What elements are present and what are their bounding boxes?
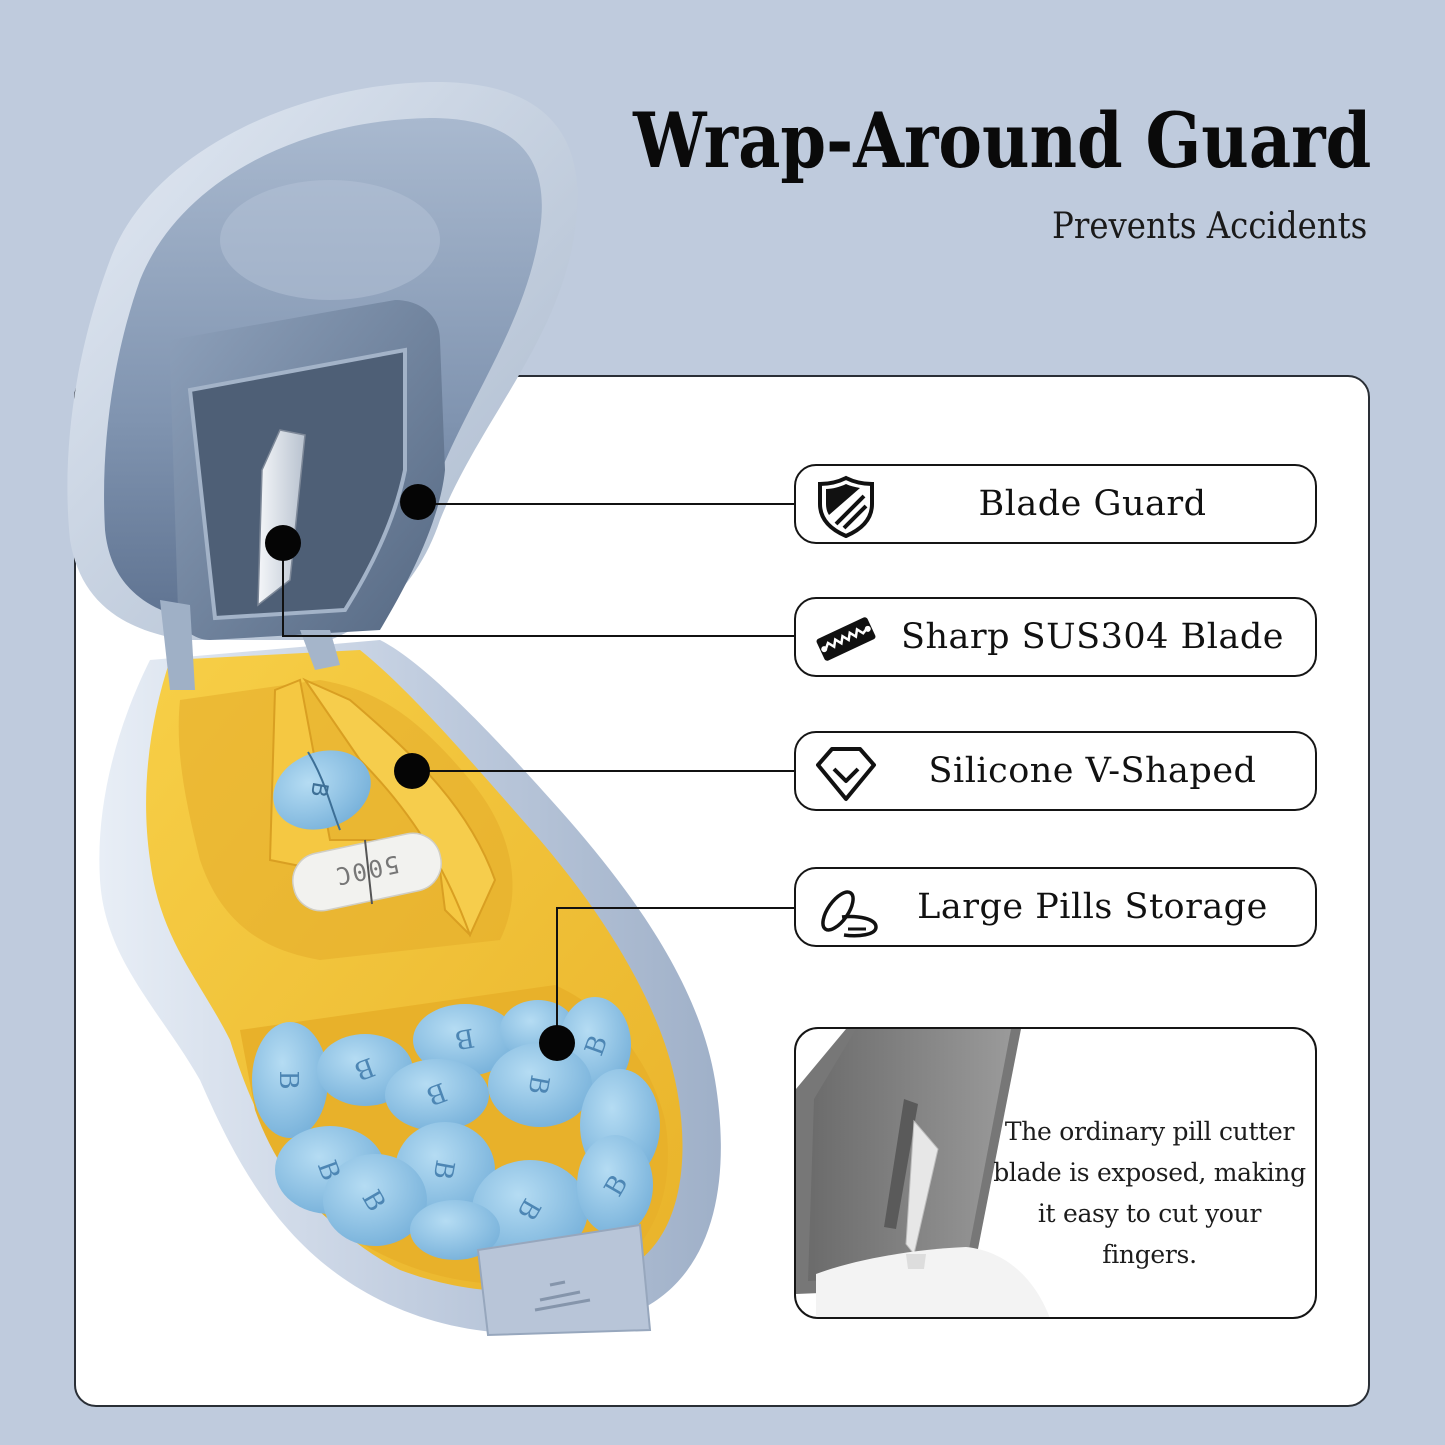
feature-sharp-blade: Sharp SUS304 Blade [794, 597, 1317, 677]
comparison-box: The ordinary pill cutter blade is expose… [794, 1027, 1317, 1319]
feature-label: Large Pills Storage [917, 887, 1268, 927]
feature-label: Silicone V-Shaped [928, 751, 1257, 791]
page-subtitle: Prevents Accidents [1051, 206, 1367, 247]
feature-blade-guard: Blade Guard [794, 464, 1317, 544]
razor-blade-icon [816, 617, 876, 661]
page-title: Wrap-Around Guard [632, 96, 1371, 185]
feature-label: Blade Guard [978, 484, 1207, 524]
pills-icon [821, 890, 878, 938]
feature-pill-storage: Large Pills Storage [794, 867, 1317, 947]
diamond-v-icon [816, 747, 876, 801]
feature-label: Sharp SUS304 Blade [901, 617, 1284, 657]
ordinary-cutter-image [796, 1029, 1050, 1317]
shield-icon [818, 475, 874, 538]
feature-silicone-v: Silicone V-Shaped [794, 731, 1317, 811]
comparison-text: The ordinary pill cutter blade is expose… [993, 1117, 1306, 1269]
